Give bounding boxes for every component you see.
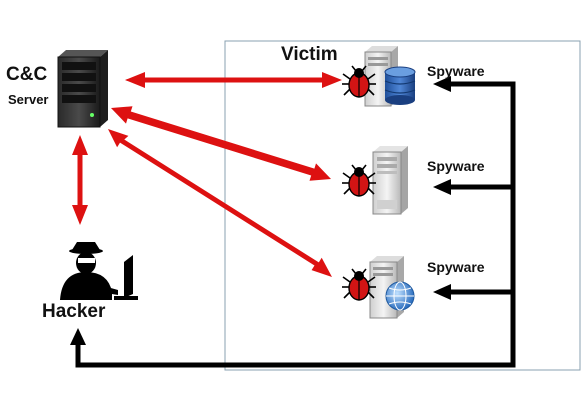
bug-icon [342,65,376,98]
cc-hacker-arrow [72,135,88,225]
spyware-label: Spyware [427,259,485,275]
victim-label: Victim [281,44,338,65]
server-label: Server [8,92,49,107]
cc-victim3-arrow [108,129,332,277]
cc-victim2-arrow [111,106,331,181]
bug-icon [342,268,376,301]
desktop-tower-icon [372,146,408,215]
spyware-label: Spyware [427,158,485,174]
bug-icon [342,164,376,197]
hacker-icon [60,242,138,300]
spyware-to-hacker-arrows [70,76,516,368]
spyware-label: Spyware [427,63,485,79]
web-server-icon [369,256,415,319]
hacker-label: Hacker [42,301,106,322]
cc-label: C&C [6,64,48,85]
cc-server-icon [57,50,108,128]
cc-victim1-arrow [125,72,342,88]
